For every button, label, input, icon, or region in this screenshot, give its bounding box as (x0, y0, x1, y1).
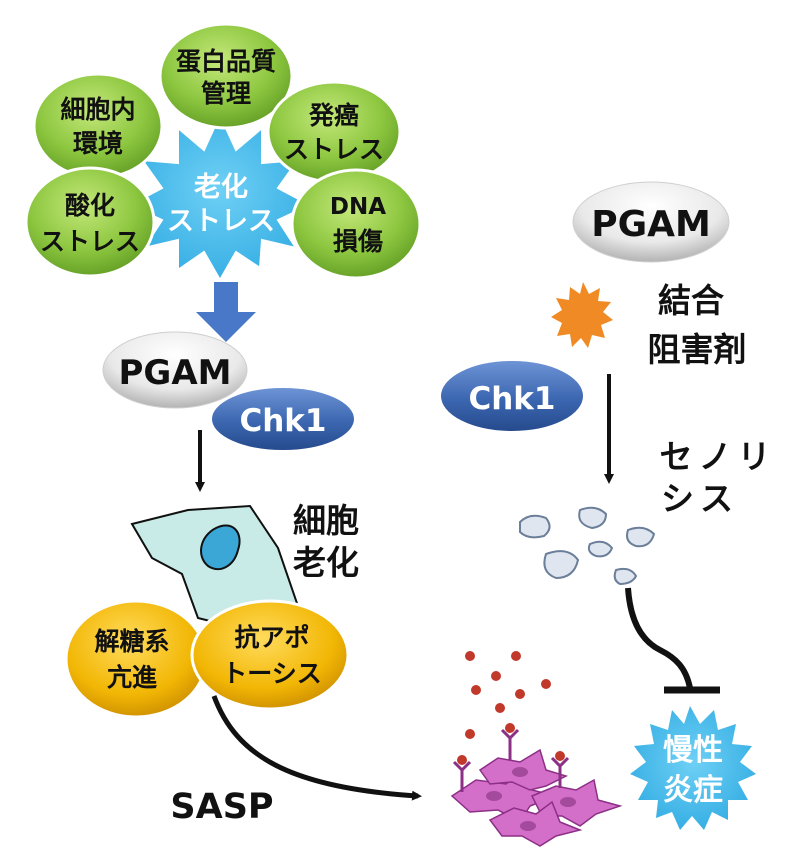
sasp-arrow (211, 695, 422, 801)
bound-factor-dot (505, 723, 515, 733)
aging-stress-label-1: 老化 (194, 172, 248, 203)
dna-damage-bubble (290, 168, 422, 280)
aging-stress-cluster: 老化 ストレス 蛋白品質 管理 細胞内 環境 発癌 ストレス 酸化 ストレス D… (24, 22, 422, 283)
chk1-label-left: Chk1 (239, 403, 326, 439)
inhibitor-burst-icon (551, 282, 613, 348)
inhibitor-label-2: 阻害剤 (648, 330, 747, 369)
oncogenic-label-2: ストレス (284, 135, 384, 164)
protein-qc-label-2: 管理 (201, 79, 251, 108)
pgam-oval-right (572, 181, 730, 263)
bound-factor-dot (555, 751, 565, 761)
debris-fragment (587, 540, 614, 558)
sasp-target-cells (450, 748, 623, 847)
dna-damage-label-1: DNA (330, 194, 386, 220)
debris-fragment (626, 526, 656, 548)
receptor-icon (452, 760, 472, 792)
receptor-icon (500, 728, 520, 760)
debris-fragment (519, 514, 551, 539)
cell-nucleus-icon (200, 524, 241, 571)
down-arrow-icon (196, 282, 256, 342)
inhibitor-label-1: 結合 (658, 281, 724, 320)
aging-stress-label-2: ストレス (167, 206, 275, 237)
intracellular-label-1: 細胞内 (60, 95, 135, 124)
inflammation-label-2: 炎症 (663, 773, 723, 808)
pgam-oval-left (102, 331, 248, 409)
inflammation-starburst (630, 706, 756, 830)
pgam-label-right: PGAM (591, 204, 711, 245)
inflammation-label-1: 慢性 (663, 733, 723, 768)
sasp-factor-dot (465, 729, 475, 739)
sasp-factor-dot (465, 651, 475, 661)
sasp-factor-dot (495, 703, 505, 713)
dna-damage-label-2: 損傷 (333, 227, 383, 256)
glycolysis-label-2: 亢進 (107, 663, 157, 692)
debris-fragment (578, 506, 608, 530)
protein-qc-label-1: 蛋白品質 (176, 47, 276, 76)
chk1-oval-left (210, 386, 356, 452)
sasp-factors (465, 651, 551, 739)
oncogenic-bubble (266, 80, 402, 184)
oxidative-label-1: 酸化 (65, 191, 115, 220)
sasp-factor-dot (511, 651, 521, 661)
oncogenic-label-1: 発癌 (308, 101, 359, 130)
anti-apoptosis-label-1: 抗アポ (234, 623, 309, 652)
left-pathway: PGAM Chk1 細胞 老化 解糖系 亢進 抗アポ トーシス SASP (64, 331, 422, 827)
glycolysis-label-1: 解糖系 (94, 627, 169, 656)
receptors (452, 728, 570, 792)
oxidative-label-2: ストレス (40, 227, 140, 256)
sasp-factor-dot (515, 689, 525, 699)
inhibition-line (625, 587, 693, 689)
senescence-label-2: 老化 (293, 543, 359, 582)
debris-fragment (543, 550, 580, 580)
senolysis-label-2: シス (661, 479, 739, 518)
senescence-label-1: 細胞 (293, 501, 359, 540)
target-cell-nuclei (486, 767, 576, 831)
oxidative-bubble (24, 166, 156, 278)
intracellular-label-2: 環境 (73, 129, 123, 158)
sasp-factor-dot (491, 671, 501, 681)
cell-nucleus-dot (560, 797, 576, 807)
chk1-oval-right (439, 359, 585, 433)
chk1-label-right: Chk1 (468, 381, 555, 417)
protein-qc-bubble (158, 22, 294, 130)
bound-factors (457, 723, 565, 765)
anti-apoptosis-label-2: トーシス (222, 659, 322, 688)
cell-nucleus-dot (486, 791, 502, 801)
sasp-factor-dot (471, 685, 481, 695)
pgam-label-left: PGAM (119, 353, 232, 393)
sasp-label: SASP (170, 787, 273, 827)
receptor-icon (550, 756, 570, 788)
glycolysis-bubble (64, 599, 208, 719)
anti-apoptosis-bubble (190, 599, 350, 711)
cell-nucleus-dot (512, 767, 528, 777)
right-pathway: PGAM 結合 阻害剤 Chk1 セノリ シス 慢性 炎症 (439, 181, 777, 830)
bound-factor-dot (457, 755, 467, 765)
cell-debris (519, 506, 656, 586)
intracellular-bubble (32, 72, 164, 180)
senolysis-label-1: セノリ (660, 437, 777, 476)
debris-fragment (613, 567, 638, 586)
sasp-factor-dot (541, 679, 551, 689)
cell-nucleus-dot (520, 821, 536, 831)
